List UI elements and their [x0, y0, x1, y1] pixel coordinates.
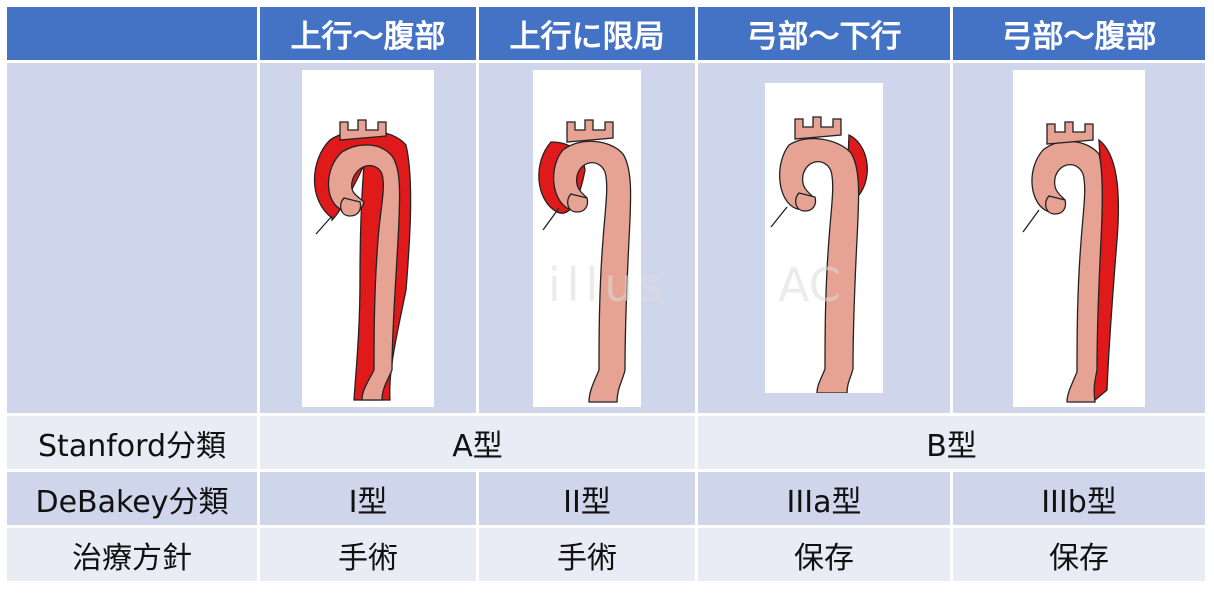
- aorta-dissection-type-1-icon: [302, 69, 434, 407]
- treatment-type-1: 手術: [260, 528, 476, 581]
- header-ascending-to-abdominal: 上行〜腹部: [260, 7, 476, 60]
- debakey-type-3a: IIIa型: [698, 472, 950, 525]
- header-corner: [7, 7, 257, 60]
- illustration-cell-type-3b: [953, 63, 1205, 413]
- header-arch-to-abdominal: 弓部〜腹部: [953, 7, 1205, 60]
- header-arch-to-descending: 弓部〜下行: [698, 7, 950, 60]
- illustration-row: [7, 63, 1205, 413]
- stanford-type-b: B型: [698, 416, 1205, 469]
- debakey-type-3b: IIIb型: [953, 472, 1205, 525]
- treatment-type-3b: 保存: [953, 528, 1205, 581]
- illustration-cell-type-2: [479, 63, 695, 413]
- debakey-label: DeBakey分類: [7, 472, 257, 525]
- debakey-type-1: I型: [260, 472, 476, 525]
- aorta-dissection-type-2-icon: [533, 69, 641, 407]
- aorta-dissection-type-3a-icon: [765, 83, 883, 393]
- stanford-type-a: A型: [260, 416, 695, 469]
- treatment-type-2: 手術: [479, 528, 695, 581]
- header-ascending-only: 上行に限局: [479, 7, 695, 60]
- debakey-type-2: II型: [479, 472, 695, 525]
- treatment-label: 治療方針: [7, 528, 257, 581]
- treatment-type-3a: 保存: [698, 528, 950, 581]
- illustration-cell-type-1: [260, 63, 476, 413]
- treatment-row: 治療方針 手術 手術 保存 保存: [7, 528, 1205, 581]
- debakey-row: DeBakey分類 I型 II型 IIIa型 IIIb型: [7, 472, 1205, 525]
- stanford-row: Stanford分類 A型 B型: [7, 416, 1205, 469]
- illustration-cell-type-3a: [698, 63, 950, 413]
- illustration-row-label: [7, 63, 257, 413]
- header-row: 上行〜腹部 上行に限局 弓部〜下行 弓部〜腹部: [7, 7, 1205, 60]
- classification-table: 上行〜腹部 上行に限局 弓部〜下行 弓部〜腹部: [4, 4, 1208, 584]
- aorta-dissection-type-3b-icon: [1013, 69, 1145, 407]
- stanford-label: Stanford分類: [7, 416, 257, 469]
